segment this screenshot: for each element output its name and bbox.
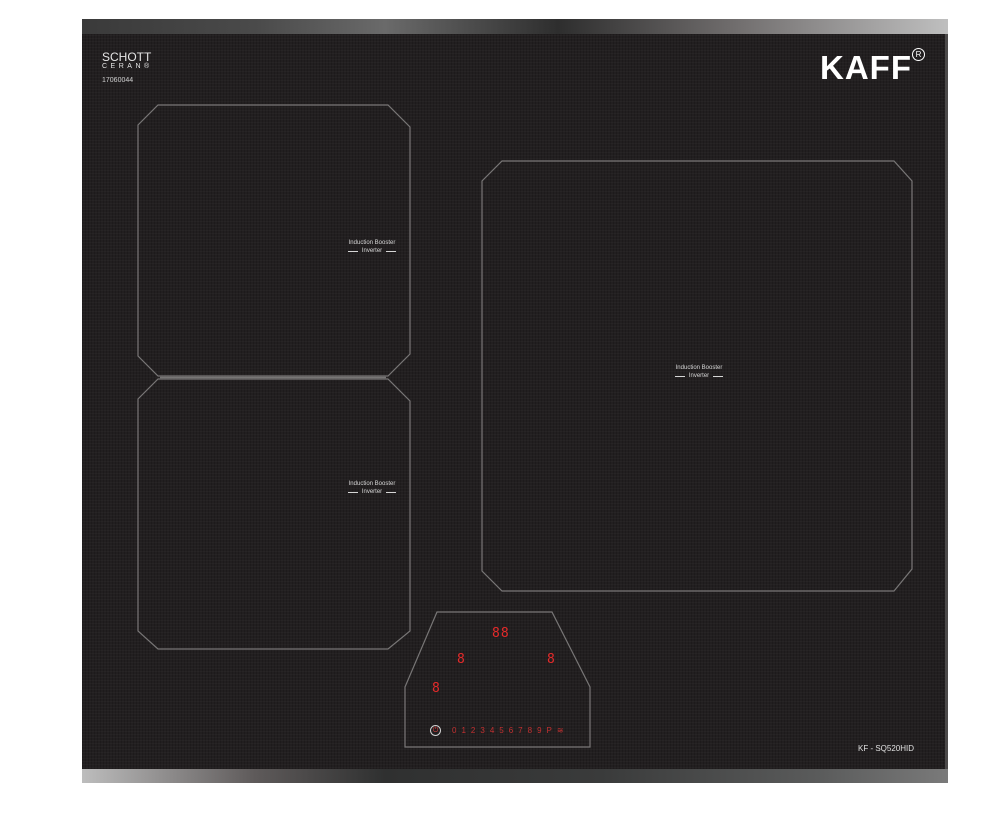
frame-top-trim <box>82 19 948 34</box>
induction-hob: SCHOTT CERAN® 17060044 KAFF R Induction … <box>82 19 948 783</box>
kaff-logo: KAFF <box>820 49 912 86</box>
level-2[interactable]: 2 <box>470 726 476 735</box>
level-boost[interactable]: P <box>546 726 552 735</box>
level-7[interactable]: 7 <box>518 726 523 735</box>
timer-display: 88 <box>492 626 510 641</box>
registered-icon: R <box>912 48 925 61</box>
schott-text: SCHOTT <box>102 50 152 64</box>
zone-bottom-left-outline <box>137 378 411 650</box>
level-5[interactable]: 5 <box>499 726 504 735</box>
zone-top-left-label: Induction Booster Inverter <box>347 240 397 254</box>
zone-right-display: 8 <box>547 652 556 667</box>
level-9[interactable]: 9 <box>537 726 542 735</box>
level-1[interactable]: 1 <box>461 726 466 735</box>
frame-right-edge <box>945 34 948 769</box>
schott-ceran-logo: SCHOTT CERAN® 17060044 <box>102 51 153 84</box>
level-4[interactable]: 4 <box>489 726 495 735</box>
level-0[interactable]: 0 <box>452 726 457 735</box>
registered-mark: ® <box>144 63 153 70</box>
zone-top-left-outline <box>137 104 411 377</box>
level-6[interactable]: 6 <box>508 726 514 735</box>
zone-right-label: Induction Booster Inverter <box>674 365 724 379</box>
power-level-slider[interactable]: ⏻ 0 1 2 3 4 5 6 7 8 9 P ≋ <box>430 725 564 736</box>
frame-bottom-trim <box>82 769 948 783</box>
power-button-icon[interactable]: ⏻ <box>430 725 441 736</box>
level-3[interactable]: 3 <box>480 726 485 735</box>
ceran-text: CERAN <box>102 63 145 70</box>
level-8[interactable]: 8 <box>527 726 533 735</box>
keep-warm-icon[interactable]: ≋ <box>556 726 564 735</box>
glass-code: 17060044 <box>102 77 134 84</box>
control-panel-outline <box>404 611 591 748</box>
zone-left-display: 8 <box>457 652 466 667</box>
zone-bottom-left-label: Induction Booster Inverter <box>347 481 397 495</box>
cooking-zones-outline <box>137 104 913 748</box>
model-number: KF - SQ520HID <box>858 744 915 753</box>
zone-right-outline <box>481 160 913 592</box>
zone-bottom-left-display: 8 <box>432 681 441 696</box>
